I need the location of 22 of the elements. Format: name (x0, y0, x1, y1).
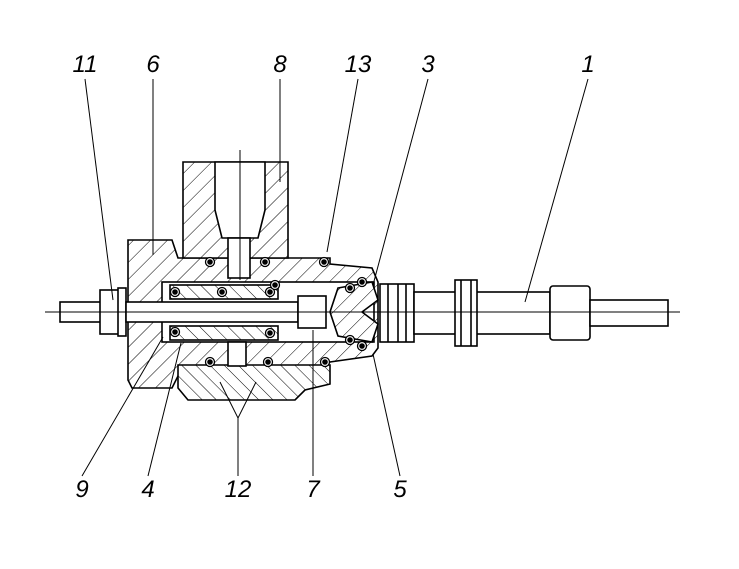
leader-line (326, 78, 358, 252)
callout-number: 3 (413, 51, 443, 79)
callout-number: 13 (343, 51, 373, 79)
callout-number: 12 (223, 476, 253, 504)
callout-number: 11 (70, 51, 100, 79)
callout-number: 9 (67, 476, 97, 504)
callout-number: 4 (133, 476, 163, 504)
leader-line (238, 382, 256, 418)
callout-number: 6 (138, 51, 168, 79)
callout-number: 7 (298, 476, 328, 504)
leader-line (82, 336, 164, 476)
leader-line (524, 78, 588, 302)
leader-line (84, 78, 114, 300)
callout-number: 1 (573, 51, 603, 79)
leader-line (372, 354, 400, 476)
leader-line (220, 382, 238, 418)
callout-number: 5 (385, 476, 415, 504)
callout-number: 8 (265, 51, 295, 79)
leader-line (372, 78, 428, 286)
leader-line (152, 78, 154, 256)
leader-line (312, 330, 314, 476)
leader-line (148, 342, 182, 476)
